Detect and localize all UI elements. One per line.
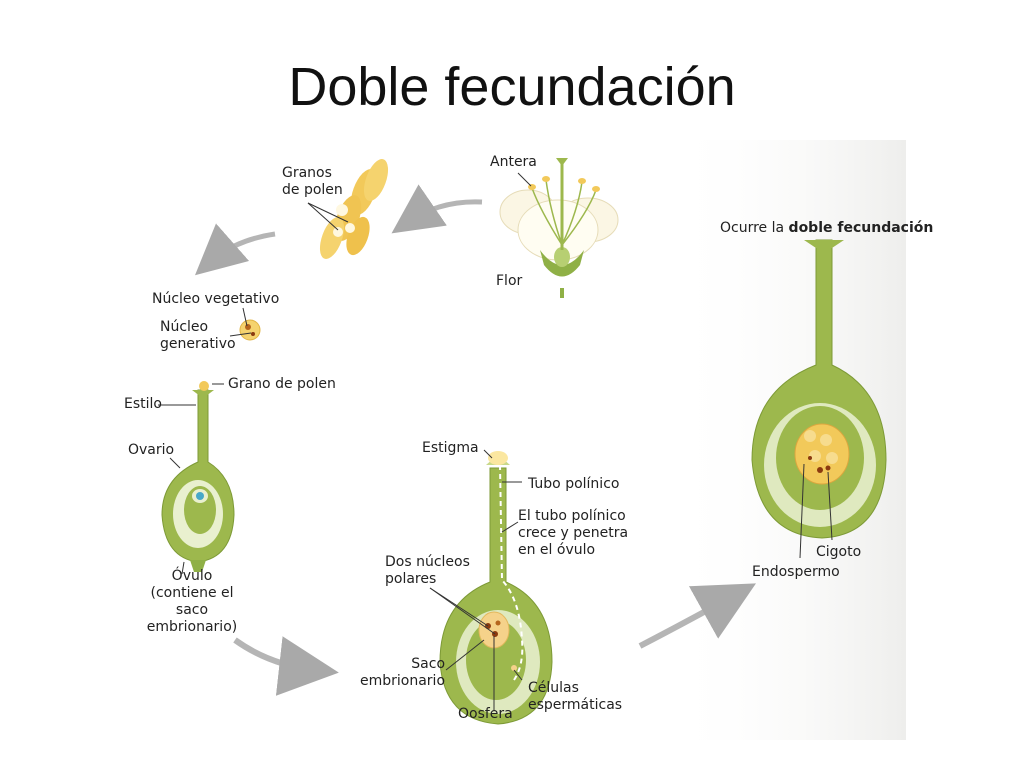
label-ocurre-doble-fecundacion: Ocurre la doble fecundación (720, 220, 933, 237)
cycle-arrow (391, 184, 483, 234)
label-nucleo-vegetativo: Núcleo vegetativo (152, 291, 280, 307)
slide-title: Doble fecundación (288, 57, 736, 117)
label-ovulo: Óvulo (contiene el saco embrionario) (146, 568, 238, 635)
label-ocurre-prefix: Ocurre la (720, 220, 785, 236)
diagram-drawing (158, 140, 906, 740)
small-pistil-illustration (161, 381, 235, 572)
label-oosfera: Oosfera (458, 706, 513, 722)
label-granos-de-polen: Granos de polen (282, 165, 343, 198)
label-flor: Flor (496, 273, 523, 289)
label-saco-embrionario: Saco embrionario (360, 656, 446, 689)
pistil-with-pollen-tube (439, 451, 553, 725)
label-dos-nucleos-polares: Dos núcleos polares (385, 554, 470, 587)
pollen-grain-nuclei (239, 319, 261, 341)
flower-illustration (499, 158, 619, 298)
fertilized-ovule-illustration (751, 239, 887, 539)
cycle-arrow (638, 583, 756, 649)
label-estigma: Estigma (422, 440, 479, 456)
label-antera: Antera (490, 154, 537, 170)
label-celulas-espermaticas: Células espermáticas (528, 680, 623, 713)
label-endospermo: Endospermo (752, 564, 840, 580)
label-cigoto: Cigoto (816, 544, 862, 560)
label-ocurre-bold: doble fecundación (788, 220, 934, 236)
label-estilo: Estilo (124, 396, 162, 412)
cycle-arrow (233, 636, 339, 696)
label-nucleo-generativo: Núcleo generativo (160, 319, 236, 352)
label-tubo-crece: El tubo polínico crece y penetra en el ó… (518, 508, 629, 558)
pollen-grains-illustration (319, 159, 389, 259)
cycle-arrow (194, 223, 276, 276)
label-ovario: Ovario (128, 442, 175, 458)
label-grano-de-polen: Grano de polen (228, 376, 336, 392)
label-tubo-polinico: Tubo polínico (528, 476, 620, 492)
double-fertilization-diagram: Antera Flor Granos de polen Núcleo veget… (110, 140, 933, 740)
